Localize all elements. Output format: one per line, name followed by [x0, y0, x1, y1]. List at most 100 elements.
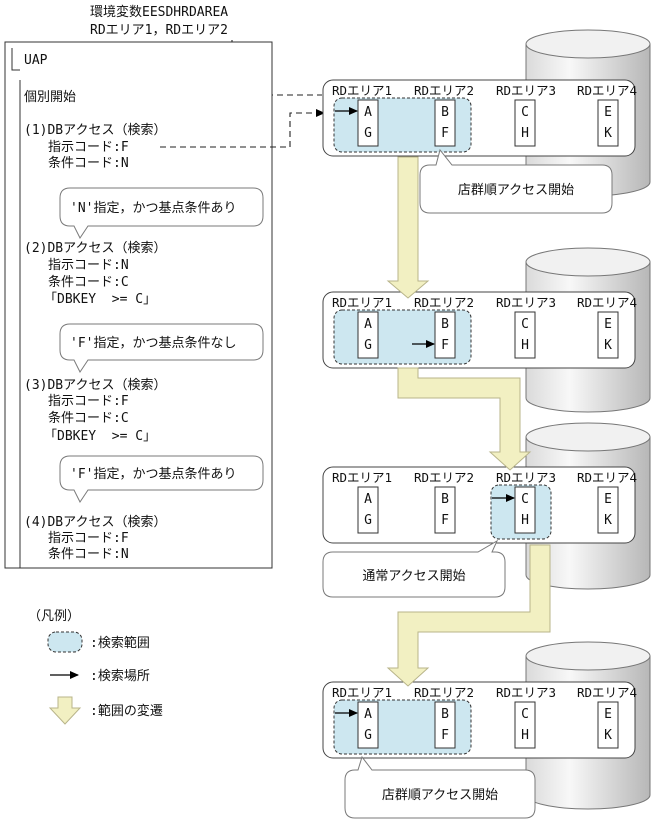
callout-2-text: 通常アクセス開始 — [362, 569, 465, 584]
key-value: B — [441, 707, 449, 722]
rd-area-1-label: RDエリア1 — [332, 83, 392, 98]
key-value: C — [521, 105, 529, 120]
rd-area-2-key-box — [434, 486, 456, 534]
key-value: C — [521, 492, 529, 507]
uap-title: UAP — [24, 53, 48, 68]
rd-area-2-label: RDエリア2 — [414, 470, 474, 485]
rd-area-2-key-box — [434, 311, 456, 359]
step-4-condition-code: 条件コード:N — [48, 546, 129, 562]
rd-area-4-key-box — [597, 99, 619, 147]
step-3-base-condition: 「DBKEY >= C」 — [44, 429, 156, 444]
rd-area-3-label: RDエリア3 — [496, 83, 556, 98]
note-1-text: 'N'指定，かつ基点条件あり — [70, 200, 236, 216]
callout-bubble-2 — [322, 539, 506, 598]
key-value: G — [364, 513, 372, 528]
callout-bubble-3 — [344, 755, 536, 819]
rd-area-4-key-box — [597, 311, 619, 359]
key-value: A — [364, 492, 372, 507]
key-value: E — [604, 707, 612, 722]
key-value: F — [441, 338, 449, 353]
step-3-instruction-code: 指示コード:F — [48, 394, 129, 409]
rd-area-3-key-box — [514, 99, 536, 147]
key-value: C — [521, 707, 529, 722]
legend-search-range-label: :検索範囲 — [90, 636, 150, 651]
rd-area-4-key-box — [597, 486, 619, 534]
cylinder-top — [525, 247, 651, 277]
env-var-name: 環境変数EESDHRDAREA — [90, 4, 228, 20]
rd-area-2-label: RDエリア2 — [414, 295, 474, 310]
step-1-condition-code: 条件コード:N — [48, 155, 129, 171]
rd-area-3-key-box — [514, 311, 536, 359]
key-value: K — [604, 513, 612, 528]
step-4-instruction-code: 指示コード:F — [48, 531, 129, 546]
rd-area-3-key-box — [514, 486, 536, 534]
rd-area-1-key-box — [357, 701, 379, 749]
key-value: K — [604, 338, 612, 353]
key-value: B — [441, 317, 449, 332]
callout-1-text: 店群順アクセス開始 — [458, 183, 574, 198]
key-value: H — [521, 126, 529, 141]
rd-area-2-label: RDエリア2 — [414, 83, 474, 98]
legend: （凡例） :検索範囲 :検索場所 :範囲の変遷 — [28, 609, 163, 725]
note-2-text: 'F'指定，かつ基点条件なし — [70, 335, 236, 351]
step-2-base-condition: 「DBKEY >= C」 — [44, 292, 156, 307]
note-bubble-2 — [59, 323, 264, 373]
rd-area-state-2: RDエリア1 RDエリア2 RDエリア3 RDエリア4 A G B F C H … — [322, 291, 637, 369]
step-3-condition-code: 条件コード:C — [48, 410, 129, 426]
note-3-text: 'F'指定，かつ基点条件あり — [70, 466, 236, 482]
rd-area-3-label: RDエリア3 — [496, 685, 556, 700]
rd-area-3-label: RDエリア3 — [496, 470, 556, 485]
cylinder-top — [525, 29, 651, 59]
rd-area-state-3: RDエリア1 RDエリア2 RDエリア3 RDエリア4 A G B F C H … — [322, 466, 637, 544]
key-value: F — [441, 728, 449, 743]
step-4-heading: (4)DBアクセス（検索） — [24, 515, 166, 530]
rd-area-4-label: RDエリア4 — [577, 685, 637, 700]
step-2-condition-code: 条件コード:C — [48, 274, 129, 290]
rd-area-4-key-box — [597, 701, 619, 749]
step-3-heading: (3)DBアクセス（検索） — [24, 378, 166, 393]
rd-area-3-label: RDエリア3 — [496, 295, 556, 310]
uap-start: 個別開始 — [24, 90, 76, 105]
key-value: A — [364, 105, 372, 120]
rd-area-4-label: RDエリア4 — [577, 295, 637, 310]
rd-area-1-label: RDエリア1 — [332, 685, 392, 700]
rd-area-4-label: RDエリア4 — [577, 83, 637, 98]
range-transition-arrow-1 — [386, 156, 430, 299]
key-value: K — [604, 126, 612, 141]
rd-area-1-key-box — [357, 486, 379, 534]
rd-area-4-label: RDエリア4 — [577, 470, 637, 485]
key-value: F — [441, 513, 449, 528]
uap-panel: UAP 個別開始 (1)DBアクセス（検索） 指示コード:F 条件コード:N '… — [4, 41, 273, 569]
access-connector — [160, 109, 325, 148]
uap-bracket — [11, 48, 20, 71]
callout-bubble-1 — [419, 148, 613, 214]
rd-area-state-4: RDエリア1 RDエリア2 RDエリア3 RDエリア4 A G B F C H … — [322, 681, 637, 759]
key-value: G — [364, 126, 372, 141]
env-var-value: RDエリア1，RDエリア2 — [90, 23, 228, 38]
key-value: A — [364, 707, 372, 722]
rd-area-2-label: RDエリア2 — [414, 685, 474, 700]
key-value: B — [441, 105, 449, 120]
key-value: K — [604, 728, 612, 743]
key-value: A — [364, 317, 372, 332]
step-1-heading: (1)DBアクセス（検索） — [24, 123, 166, 138]
legend-range-transition-label: :範囲の変遷 — [90, 703, 163, 719]
legend-search-range-swatch — [47, 631, 83, 653]
rd-area-state-1: RDエリア1 RDエリア2 RDエリア3 RDエリア4 A G B F C H … — [322, 79, 637, 157]
range-transition-arrow-2 — [397, 367, 532, 471]
callout-3-text: 店群順アクセス開始 — [382, 788, 498, 803]
key-value: G — [364, 338, 372, 353]
step-2-instruction-code: 指示コード:N — [48, 258, 129, 273]
cylinder-top — [525, 422, 651, 452]
key-value: C — [521, 317, 529, 332]
key-value: B — [441, 492, 449, 507]
key-value: E — [604, 317, 612, 332]
step-1-instruction-code: 指示コード:F — [48, 140, 129, 155]
rd-area-1-label: RDエリア1 — [332, 470, 392, 485]
note-bubble-3 — [59, 455, 264, 503]
rd-area-1-key-box — [357, 311, 379, 359]
key-value: E — [604, 492, 612, 507]
key-value: E — [604, 105, 612, 120]
key-value: H — [521, 728, 529, 743]
